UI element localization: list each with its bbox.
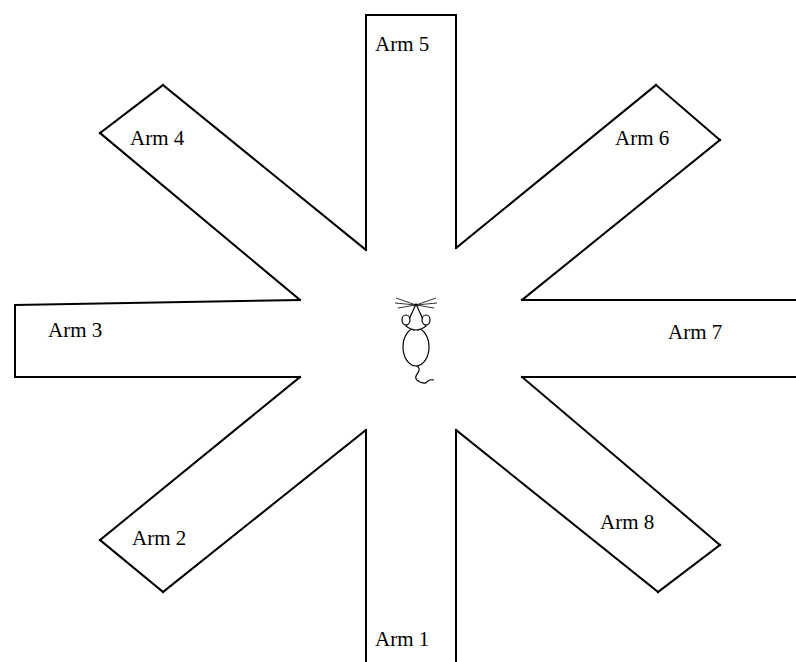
- maze-wall: [455, 15, 457, 248]
- maze-wall: [522, 377, 720, 545]
- maze-wall: [522, 140, 720, 300]
- maze-wall: [522, 376, 796, 378]
- maze-wall: [14, 305, 16, 377]
- maze-wall: [100, 133, 300, 300]
- arm-label: Arm 7: [666, 322, 724, 343]
- rat-ear: [402, 315, 410, 325]
- rat-body: [403, 328, 429, 366]
- arm-label: Arm 3: [46, 320, 104, 341]
- arm-label: Arm 1: [373, 629, 431, 650]
- maze-wall: [163, 430, 366, 592]
- rat-tail: [416, 365, 434, 383]
- maze-wall: [15, 300, 300, 305]
- arm-label: Arm 6: [613, 128, 671, 149]
- arm-label: Arm 4: [128, 128, 186, 149]
- maze-wall: [365, 15, 367, 250]
- maze-wall: [15, 376, 300, 378]
- maze-wall: [455, 430, 457, 662]
- arm-label: Arm 5: [373, 34, 431, 55]
- maze-wall: [456, 85, 656, 248]
- maze-wall: [658, 545, 720, 592]
- maze-wall: [366, 14, 456, 16]
- maze-wall: [163, 85, 366, 250]
- arm-label: Arm 2: [130, 528, 188, 549]
- rat-figure: [395, 298, 437, 383]
- maze-wall: [365, 430, 367, 662]
- arm-label: Arm 8: [598, 512, 656, 533]
- maze-wall: [100, 377, 300, 540]
- maze-wall: [100, 85, 163, 133]
- rat-whiskers: [395, 298, 437, 308]
- maze-wall: [456, 430, 658, 592]
- rat-ear: [422, 315, 430, 325]
- maze-wall: [522, 299, 796, 301]
